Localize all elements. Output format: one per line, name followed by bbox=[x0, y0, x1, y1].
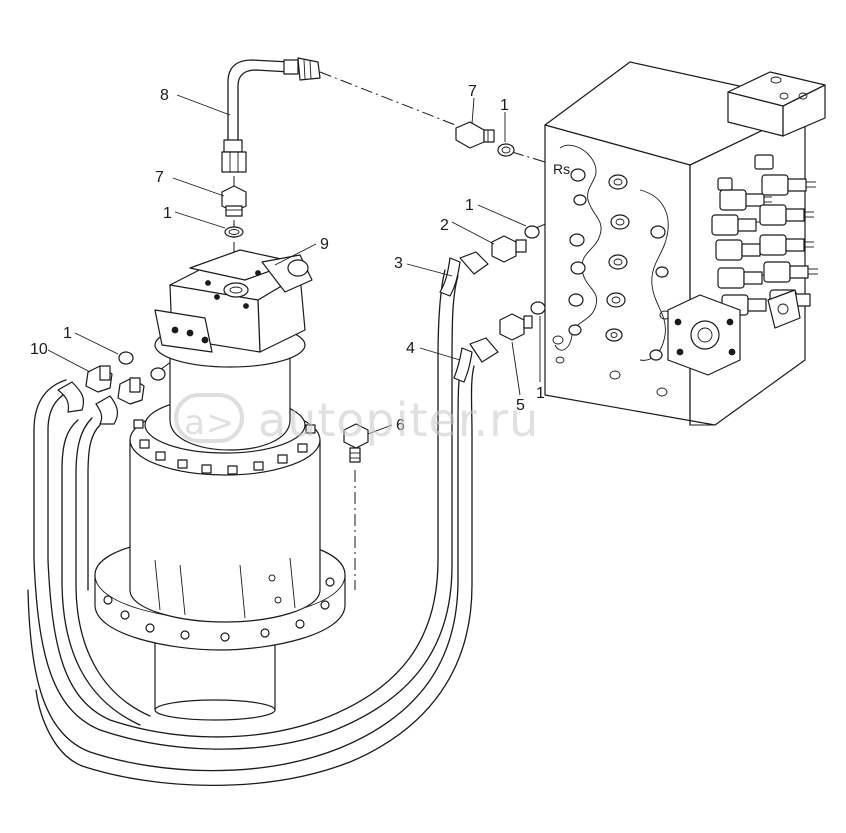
label-rs: Rs bbox=[553, 161, 570, 177]
fitting-2 bbox=[491, 235, 527, 263]
label-part-3: 3 bbox=[394, 255, 403, 272]
valve-spool-caps bbox=[711, 154, 818, 316]
label-part-1-c: 1 bbox=[465, 197, 474, 214]
fitting-7-lower bbox=[221, 185, 247, 217]
label-part-4: 4 bbox=[406, 340, 415, 357]
label-part-1-b: 1 bbox=[500, 97, 509, 114]
watermark-text: autopiter.ru bbox=[258, 393, 539, 447]
control-valve-block bbox=[544, 61, 826, 426]
watermark-logo-shape bbox=[174, 393, 244, 443]
leader-lines bbox=[47, 94, 541, 435]
label-part-9: 9 bbox=[320, 236, 329, 253]
label-part-6: 6 bbox=[396, 417, 405, 434]
label-part-8: 8 bbox=[160, 87, 169, 104]
flange-bolt-holes bbox=[103, 577, 335, 642]
part-labels: 8 7 1 9 7 1 Rs 1 2 3 4 5 1 6 1 10 bbox=[30, 83, 570, 434]
swing-motor-assembly bbox=[94, 249, 369, 721]
fitting-left-2 bbox=[117, 377, 145, 405]
watermark: a> autopiter.ru bbox=[174, 393, 539, 447]
label-part-5: 5 bbox=[516, 397, 525, 414]
housing-bolts bbox=[133, 419, 316, 475]
elbow-3 bbox=[439, 251, 489, 297]
valve-flange-plate bbox=[667, 289, 801, 376]
label-part-2: 2 bbox=[440, 217, 449, 234]
fittings bbox=[57, 121, 546, 425]
fitting-7-upper bbox=[455, 121, 495, 149]
label-part-1-d: 1 bbox=[536, 385, 545, 402]
fitting-5 bbox=[499, 313, 533, 341]
hydraulic-hoses bbox=[27, 269, 475, 786]
upper-hose-8 bbox=[221, 57, 321, 173]
label-part-10: 10 bbox=[30, 341, 48, 358]
label-part-7-upper: 7 bbox=[468, 83, 477, 100]
watermark-logo: a> bbox=[184, 403, 235, 443]
label-part-1-a: 1 bbox=[163, 205, 172, 222]
elbow-4 bbox=[453, 337, 499, 383]
label-part-1-e: 1 bbox=[63, 325, 72, 342]
valve-ports bbox=[552, 168, 671, 397]
label-part-7-lower: 7 bbox=[155, 169, 164, 186]
fitting-10 bbox=[85, 365, 113, 393]
